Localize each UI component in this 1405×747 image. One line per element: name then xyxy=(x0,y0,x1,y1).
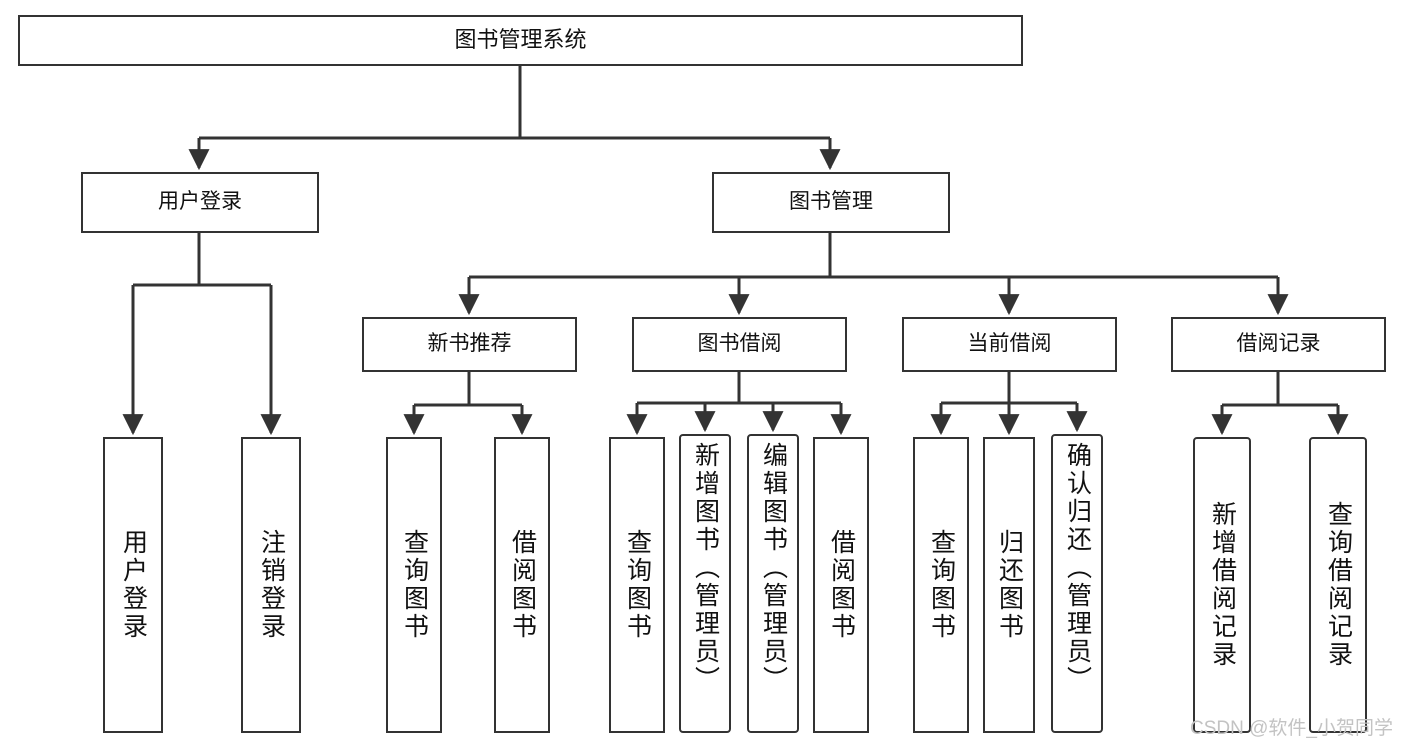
node-leaf-edit-book[interactable]: 编辑图书（管理员） xyxy=(747,434,799,733)
node-leaf-return-book[interactable]: 归还图书 xyxy=(983,437,1035,733)
node-leaf-confirm-return-label: 确认归还（管理员） xyxy=(1063,442,1092,694)
node-leaf-borrow-book-1-label: 借阅图书 xyxy=(508,529,537,641)
node-leaf-confirm-return[interactable]: 确认归还（管理员） xyxy=(1051,434,1103,733)
node-leaf-borrow-book-2[interactable]: 借阅图书 xyxy=(813,437,869,733)
node-leaf-query-book-1-label: 查询图书 xyxy=(400,529,429,641)
node-borrow-record-label: 借阅记录 xyxy=(1236,332,1321,356)
node-leaf-query-book-2[interactable]: 查询图书 xyxy=(609,437,665,733)
node-leaf-user-login[interactable]: 用户登录 xyxy=(103,437,163,733)
node-book-borrow[interactable]: 图书借阅 xyxy=(632,317,847,372)
csdn-watermark: CSDN @软件_小贺同学 xyxy=(1190,718,1393,739)
node-new-book-recommend-label: 新书推荐 xyxy=(427,332,512,356)
node-user-login-label: 用户登录 xyxy=(158,190,242,214)
node-leaf-user-login-label: 用户登录 xyxy=(119,529,148,641)
node-leaf-query-borrow-record-label: 查询借阅记录 xyxy=(1324,501,1353,669)
node-current-borrow[interactable]: 当前借阅 xyxy=(902,317,1117,372)
node-leaf-borrow-book-2-label: 借阅图书 xyxy=(827,529,856,641)
node-leaf-edit-book-label: 编辑图书（管理员） xyxy=(759,442,788,694)
node-leaf-return-book-label: 归还图书 xyxy=(995,529,1024,641)
node-book-management-label: 图书管理 xyxy=(789,190,873,214)
node-leaf-query-book-3[interactable]: 查询图书 xyxy=(913,437,969,733)
node-user-login[interactable]: 用户登录 xyxy=(81,172,319,233)
node-leaf-add-borrow-record-label: 新增借阅记录 xyxy=(1208,501,1237,669)
node-leaf-add-borrow-record[interactable]: 新增借阅记录 xyxy=(1193,437,1251,733)
node-leaf-add-book[interactable]: 新增图书（管理员） xyxy=(679,434,731,733)
node-current-borrow-label: 当前借阅 xyxy=(967,332,1052,356)
node-leaf-borrow-book-1[interactable]: 借阅图书 xyxy=(494,437,550,733)
node-leaf-query-borrow-record[interactable]: 查询借阅记录 xyxy=(1309,437,1367,733)
node-root-label: 图书管理系统 xyxy=(454,27,587,53)
node-new-book-recommend[interactable]: 新书推荐 xyxy=(362,317,577,372)
node-borrow-record[interactable]: 借阅记录 xyxy=(1171,317,1386,372)
node-leaf-query-book-1[interactable]: 查询图书 xyxy=(386,437,442,733)
node-leaf-logout-login[interactable]: 注销登录 xyxy=(241,437,301,733)
node-leaf-logout-login-label: 注销登录 xyxy=(257,529,286,641)
node-leaf-query-book-2-label: 查询图书 xyxy=(623,529,652,641)
node-book-management[interactable]: 图书管理 xyxy=(712,172,950,233)
node-leaf-query-book-3-label: 查询图书 xyxy=(927,529,956,641)
node-root[interactable]: 图书管理系统 xyxy=(18,15,1023,66)
node-leaf-add-book-label: 新增图书（管理员） xyxy=(691,442,720,694)
node-book-borrow-label: 图书借阅 xyxy=(697,332,782,356)
